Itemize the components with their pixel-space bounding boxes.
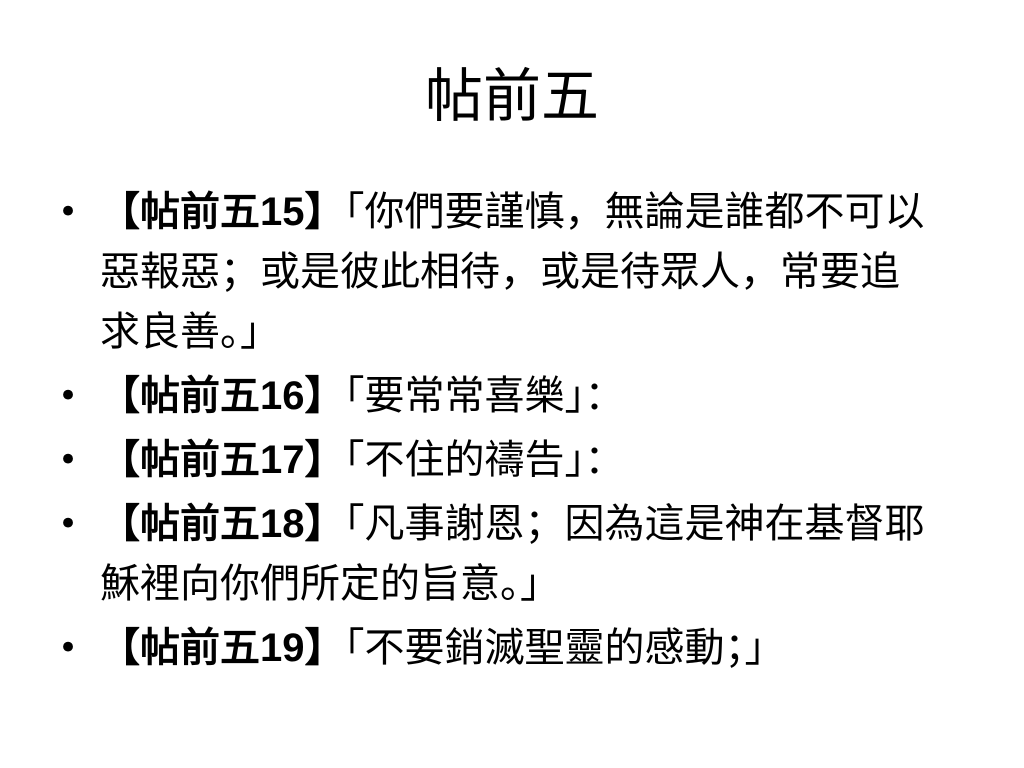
bullet-item-18: • 【帖前五18】「凡事謝恩；因為這是神在基督耶穌裡向你們所定的旨意。」 xyxy=(58,494,930,614)
verse-reference: 【帖前五19】 xyxy=(100,624,345,671)
bullet-icon: • xyxy=(58,376,79,416)
verse-text: 「凡事謝恩；因為這是神在基督耶穌裡向你們所定的旨意。」 xyxy=(100,501,925,607)
slide-title: 帖前五 xyxy=(424,62,599,130)
bullet-list: • 【帖前五15】「你們要謹慎，無論是誰都不可以惡報惡；或是彼此相待，或是待眾人… xyxy=(58,182,930,682)
bullet-icon: • xyxy=(58,504,79,544)
verse-text: 「不住的禱告」： xyxy=(344,437,625,483)
verse-reference: 【帖前五16】 xyxy=(100,372,345,419)
verse-text: 「要常常喜樂」： xyxy=(344,373,625,419)
verse-text: 「你們要謹慎，無論是誰都不可以惡報惡；或是彼此相待，或是待眾人，常要追求良善。」 xyxy=(100,189,925,355)
verse-reference: 【帖前五17】 xyxy=(100,436,345,483)
bullet-item-15: • 【帖前五15】「你們要謹慎，無論是誰都不可以惡報惡；或是彼此相待，或是待眾人… xyxy=(58,182,930,362)
bullet-icon: • xyxy=(58,628,79,668)
verse-reference: 【帖前五15】 xyxy=(100,188,345,235)
bullet-item-17: • 【帖前五17】「不住的禱告」： xyxy=(58,430,930,490)
bullet-item-16: • 【帖前五16】「要常常喜樂」： xyxy=(58,366,930,426)
verse-text: 「不要銷滅聖靈的感動；」 xyxy=(344,625,785,671)
bullet-icon: • xyxy=(58,440,79,480)
bullet-icon: • xyxy=(58,192,79,232)
bullet-item-19: • 【帖前五19】「不要銷滅聖靈的感動；」 xyxy=(58,618,930,678)
verse-reference: 【帖前五18】 xyxy=(100,500,345,547)
